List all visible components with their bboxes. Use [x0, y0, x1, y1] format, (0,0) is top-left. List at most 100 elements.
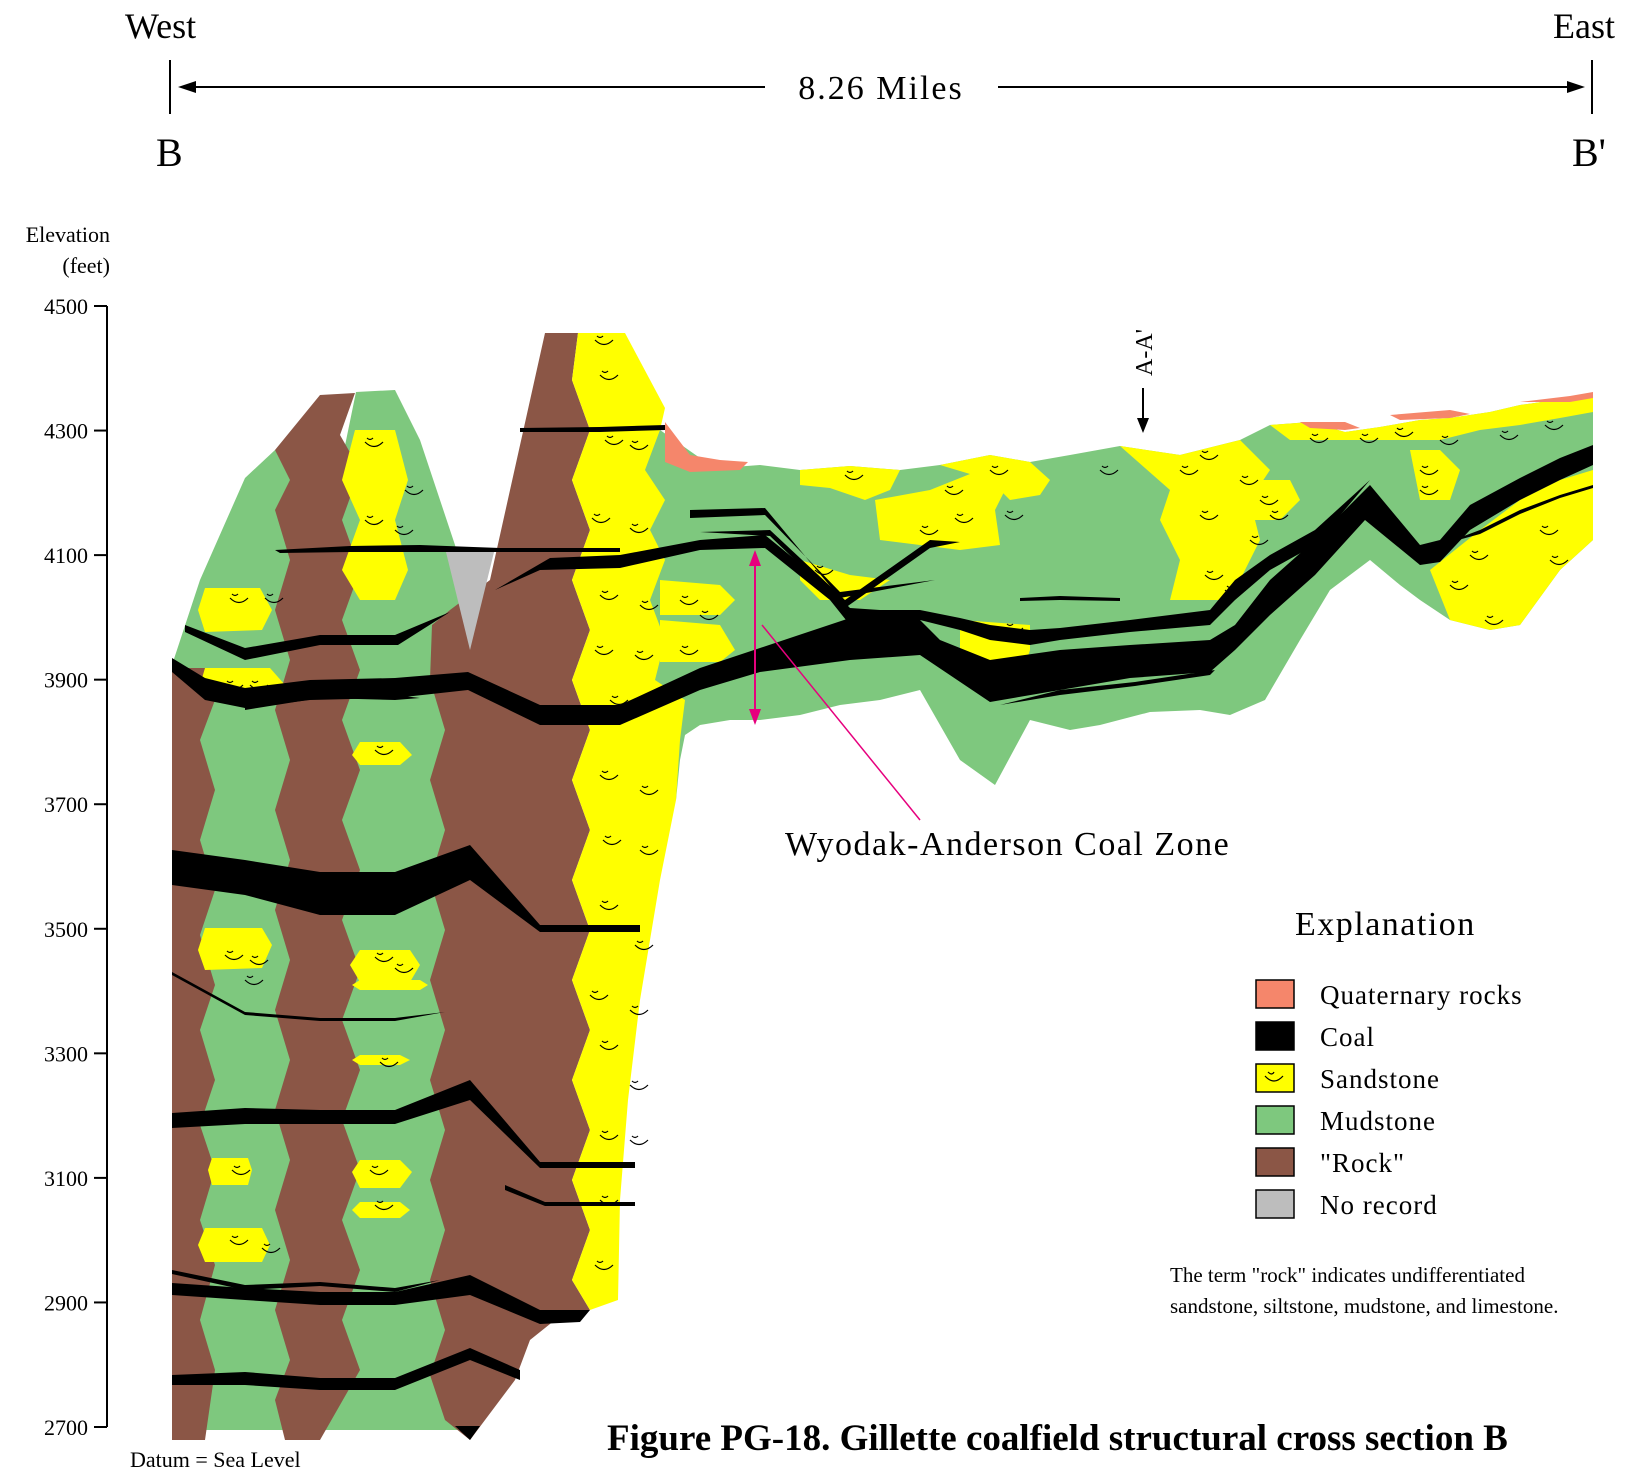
- sandstone-w7: [208, 1158, 252, 1185]
- sandstone-w2: [198, 588, 272, 632]
- sandstone-w1: [342, 430, 408, 600]
- crossing-section-marker: A-A': [1132, 329, 1158, 433]
- sandstone-w10: [198, 1228, 270, 1262]
- legend-swatch: [1255, 1021, 1295, 1051]
- axis-tick-label: 4500: [44, 294, 88, 319]
- sand-mark: [634, 650, 654, 661]
- axis-tick-label: 3700: [44, 792, 88, 817]
- coal-zone-arrow-top: [749, 550, 761, 566]
- sand-mark: [1259, 495, 1279, 506]
- sand-mark: [679, 645, 699, 656]
- figure-title: Figure PG-18. Gillette coalfield structu…: [607, 1418, 1508, 1459]
- legend-note-line1: The term "rock" indicates undifferentiat…: [1170, 1263, 1525, 1287]
- axis-tick-label: 4300: [44, 419, 88, 444]
- sand-mark: [629, 1005, 649, 1016]
- sandstone-e5: [940, 455, 1050, 500]
- sandstone-main-column: [572, 333, 685, 1310]
- coal-w-3200: [172, 1080, 635, 1168]
- sand-mark: [594, 1260, 614, 1271]
- coal-w-3400-thin: [172, 972, 445, 1021]
- b-prime-label: B': [1572, 130, 1606, 175]
- sandstone-w5: [198, 928, 272, 970]
- sand-mark: [224, 950, 244, 961]
- legend-label: Coal: [1320, 1022, 1375, 1052]
- sand-mark: [249, 680, 269, 691]
- sand-mark: [1179, 465, 1199, 476]
- coal-w-3850-upper: [245, 692, 420, 710]
- sand-mark: [634, 940, 654, 951]
- sand-mark: [394, 525, 414, 536]
- sand-mark: [1544, 420, 1564, 431]
- sand-mark: [639, 785, 659, 796]
- legend-title: Explanation: [1295, 906, 1476, 943]
- sand-mark: [609, 695, 629, 706]
- coal-w-3950: [185, 612, 450, 660]
- sand-mark: [629, 1080, 649, 1091]
- sand-mark: [944, 485, 964, 496]
- sand-mark: [229, 593, 249, 604]
- sand-mark: [699, 610, 719, 621]
- legend-swatch: [1255, 1063, 1295, 1093]
- elevation-axis: Elevation (feet) 45004300410039003700350…: [26, 222, 301, 1472]
- coal-w-3050: [505, 1185, 635, 1206]
- legend-swatch: [1255, 1105, 1295, 1135]
- axis-title-line2: (feet): [62, 253, 110, 278]
- axis-tick-label: 2900: [44, 1290, 88, 1315]
- coal-w-2700-tip: [455, 1426, 480, 1440]
- coal-e-thin-3: [1020, 596, 1120, 601]
- sand-mark: [591, 513, 611, 524]
- sand-mark: [599, 1040, 619, 1051]
- sand-mark: [594, 335, 614, 346]
- b-label: B: [156, 130, 183, 175]
- sand-mark: [1359, 433, 1379, 444]
- sand-mark: [629, 523, 649, 534]
- header: West East 8.26 Miles B B': [125, 6, 1615, 175]
- coal-zone-marker: Wyodak-Anderson Coal Zone: [749, 550, 1230, 863]
- sand-mark: [599, 1195, 619, 1206]
- coal-w-2920: [172, 1275, 590, 1324]
- coal-thin-upper-1: [690, 508, 935, 598]
- sandstone-pattern: [224, 335, 1569, 1271]
- sand-mark: [249, 955, 269, 966]
- coal-w-4100: [275, 545, 620, 553]
- coal-zone-label: Wyodak-Anderson Coal Zone: [785, 826, 1230, 863]
- legend-swatch: [1255, 1189, 1295, 1219]
- sand-mark: [919, 525, 939, 536]
- sand-mark: [1199, 450, 1219, 461]
- sandstone-w9: [352, 1202, 410, 1218]
- coal-e-thin-2: [1440, 485, 1593, 545]
- sand-mark: [1449, 580, 1469, 591]
- sandstone-e11: [1430, 470, 1593, 630]
- crossing-arrowhead: [1137, 418, 1149, 433]
- sand-mark: [1539, 525, 1559, 536]
- coal-e-thin-1: [1000, 650, 1235, 705]
- sandstone-e4: [875, 470, 1010, 550]
- sand-mark: [374, 952, 394, 963]
- sand-mark: [364, 515, 384, 526]
- sand-mark: [1549, 555, 1569, 566]
- sandstone-e12: [1240, 480, 1300, 520]
- sandstone-w4: [352, 742, 412, 765]
- sand-mark: [1004, 623, 1024, 634]
- sand-mark: [599, 900, 619, 911]
- legend-label: "Rock": [1320, 1148, 1405, 1178]
- sand-mark: [261, 1243, 281, 1254]
- sand-mark: [639, 600, 659, 611]
- legend-label: Mudstone: [1320, 1106, 1436, 1136]
- sand-mark: [679, 595, 699, 606]
- sand-mark: [989, 465, 1009, 476]
- sand-mark: [374, 745, 394, 756]
- sand-mark: [379, 1057, 399, 1068]
- sand-mark: [629, 1135, 649, 1146]
- sandstone-w11: [352, 1055, 410, 1065]
- legend: Explanation Quaternary rocksCoalSandston…: [1170, 906, 1558, 1318]
- sand-mark: [1394, 427, 1414, 438]
- sand-mark: [969, 660, 989, 671]
- sand-mark: [954, 513, 974, 524]
- sand-mark: [599, 370, 619, 381]
- axis-tick-label: 3500: [44, 917, 88, 942]
- sand-mark: [1204, 570, 1224, 581]
- legend-swatch: [1255, 1147, 1295, 1177]
